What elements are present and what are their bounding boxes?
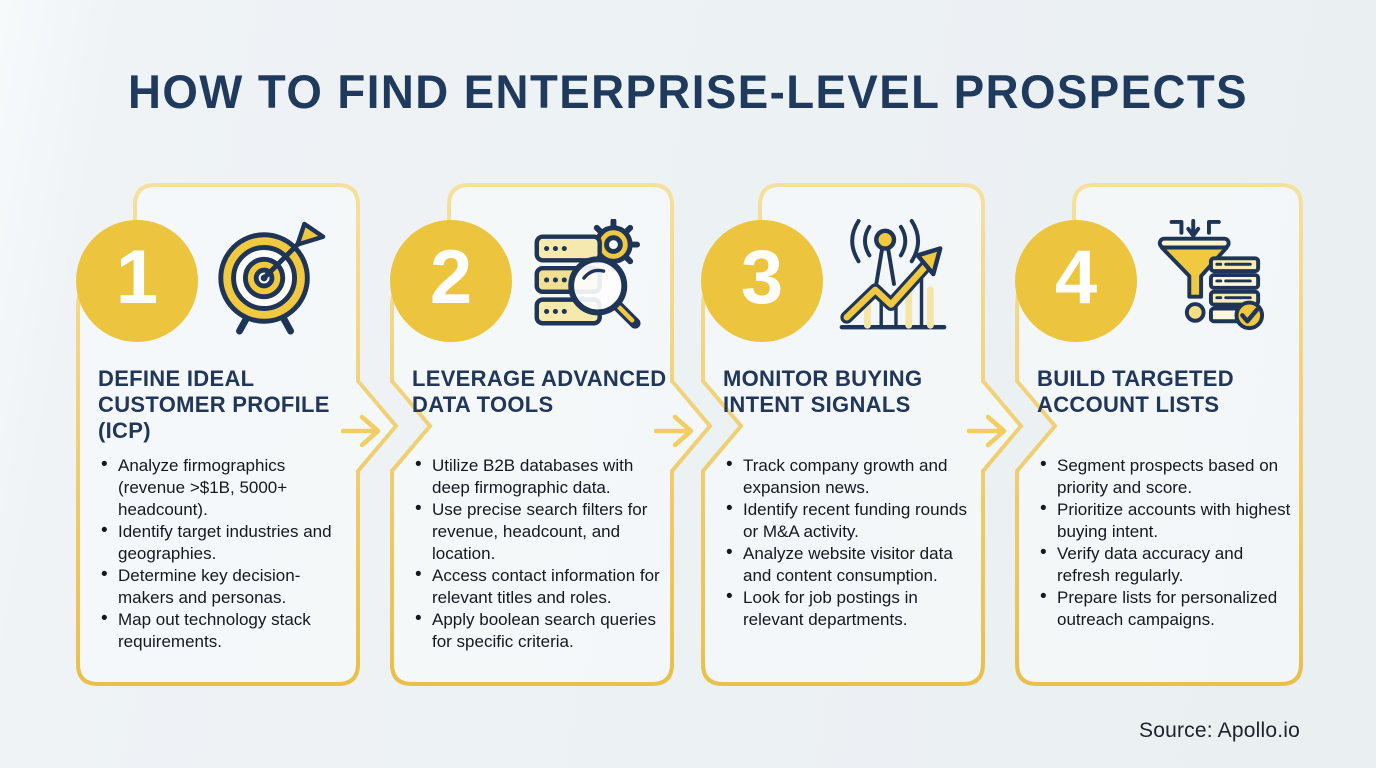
bullet-item: Map out technology stack requirements. [100,608,352,653]
heading-line: MONITOR BUYING [723,366,923,391]
bullet-item: Analyze firmographics (revenue >$1B, 500… [100,454,352,521]
bullet-item: Identify target industries and geographi… [100,520,352,565]
bullet-item: Verify data accuracy and refresh regular… [1039,542,1291,587]
step-number-badge: 2 [390,220,512,342]
step-card-3: 3 MONITOR BUYING [701,183,1031,688]
page-title: HOW TO FIND ENTERPRISE-LEVEL PROSPECTS [127,65,1249,118]
bullet-item: Look for job postings in relevant depart… [725,586,977,631]
step-number-badge: 1 [76,220,198,342]
step-number-badge: 4 [1015,220,1137,342]
bullet-item: Segment prospects based on priority and … [1039,454,1291,499]
step-number: 3 [740,235,784,320]
step-bullet-list: Track company growth and expansion news.… [725,454,977,631]
bullet-item: Track company growth and expansion news. [725,454,977,499]
step-number: 4 [1054,235,1098,320]
flow-arrow-icon [341,414,381,448]
step-number: 2 [429,235,473,320]
heading-line: CUSTOMER PROFILE [98,392,330,417]
heading-line: BUILD TARGETED [1037,366,1234,391]
step-number: 1 [115,235,159,320]
bullet-item: Use precise search filters for revenue, … [414,498,666,565]
heading-line: ACCOUNT LISTS [1037,392,1220,417]
bullet-item: Utilize B2B databases with deep firmogra… [414,454,666,499]
bullet-item: Access contact information for relevant … [414,564,666,609]
step-heading: BUILD TARGETED ACCOUNT LISTS [1037,366,1313,418]
bullet-item: Prepare lists for personalized outreach … [1039,586,1291,631]
step-bullet-list: Segment prospects based on priority and … [1039,454,1291,631]
bullet-item: Analyze website visitor data and content… [725,542,977,587]
step-bullet-list: Utilize B2B databases with deep firmogra… [414,454,666,653]
flow-arrow-icon [654,414,694,448]
signal-growth-chart-icon [839,219,947,330]
funnel-account-list-icon [1157,219,1265,331]
bullet-item: Identify recent funding rounds or M&A ac… [725,498,977,543]
heading-line: DATA TOOLS [412,392,554,417]
step-card-1: 1 DEFINE IDEAL CUSTOMER PROFILE (ICP) An… [76,183,406,688]
step-bullet-list: Analyze firmographics (revenue >$1B, 500… [100,454,352,653]
heading-line: INTENT SIGNALS [723,392,911,417]
database-search-gear-icon [534,219,641,329]
step-number-badge: 3 [701,220,823,342]
heading-line: LEVERAGE ADVANCED [412,366,667,391]
target-arrow-icon [218,221,326,335]
bullet-item: Apply boolean search queries for specifi… [414,608,666,653]
source-attribution: Source: Apollo.io [1138,719,1300,742]
step-heading: LEVERAGE ADVANCED DATA TOOLS [412,366,688,418]
step-heading: DEFINE IDEAL CUSTOMER PROFILE (ICP) [98,366,374,444]
bullet-item: Prioritize accounts with highest buying … [1039,498,1291,543]
step-card-4: 4 BUIL [1015,183,1345,688]
heading-line: DEFINE IDEAL [98,366,255,391]
step-card-2: 2 [390,183,720,688]
bullet-item: Determine key decision-makers and person… [100,564,352,609]
heading-line: (ICP) [98,418,151,443]
flow-arrow-icon [967,414,1007,448]
step-heading: MONITOR BUYING INTENT SIGNALS [723,366,999,418]
